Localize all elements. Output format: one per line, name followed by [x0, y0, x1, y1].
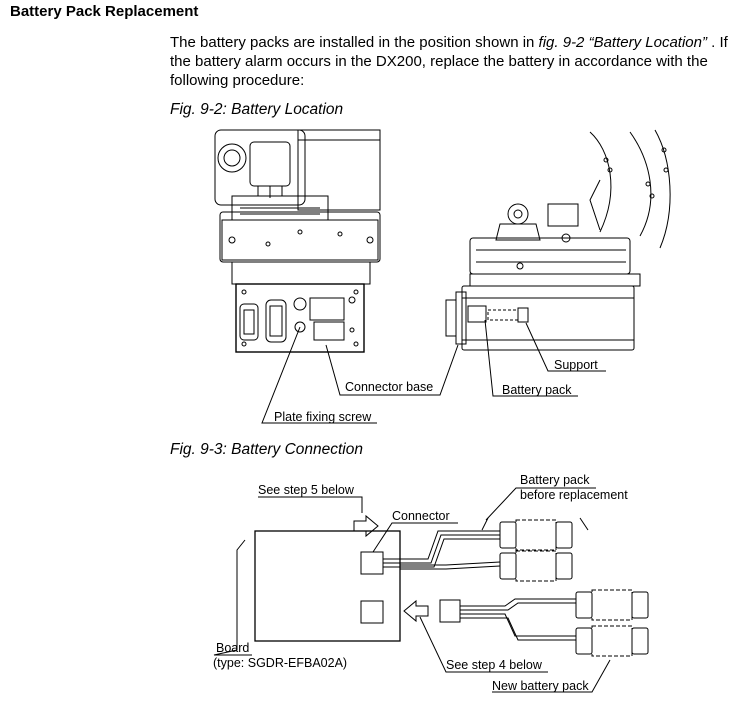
procedure-paragraph: The battery packs are installed in the p…	[170, 33, 730, 90]
label-board: Board	[216, 641, 249, 655]
robot-front-view	[214, 129, 381, 353]
label-board-type: (type: SGDR-EFBA02A)	[213, 656, 347, 670]
label-new-battery-pack: New battery pack	[492, 679, 589, 693]
section-heading: Battery Pack Replacement	[10, 3, 199, 20]
label-see-step-4: See step 4 below	[446, 658, 543, 672]
robot-side-view	[445, 129, 671, 351]
label-plate-fixing-screw: Plate fixing screw	[274, 410, 372, 424]
label-connector-base: Connector base	[345, 380, 433, 394]
figure-9-2-caption: Fig. 9-2: Battery Location	[170, 101, 344, 118]
figure-9-3-caption: Fig. 9-3: Battery Connection	[170, 441, 363, 458]
label-see-step-5: See step 5 below	[258, 483, 355, 497]
board-connector-bottom	[360, 600, 384, 624]
new-connector	[439, 599, 461, 623]
board-connector-top	[360, 551, 384, 575]
label-connector: Connector	[392, 509, 450, 523]
label-battery-pack: Battery pack	[502, 383, 572, 397]
figure-reference-link: fig. 9-2 “Battery Location”	[538, 34, 707, 51]
label-battery-pack-before-1: Battery pack	[520, 473, 590, 487]
paragraph-text-2: . If the battery alarm occurs in the DX2…	[170, 34, 728, 89]
label-support: Support	[554, 358, 598, 372]
paragraph-text-1: The battery packs are installed in the p…	[170, 34, 539, 51]
board-outline	[254, 530, 401, 642]
label-battery-pack-before-2: before replacement	[520, 488, 628, 502]
